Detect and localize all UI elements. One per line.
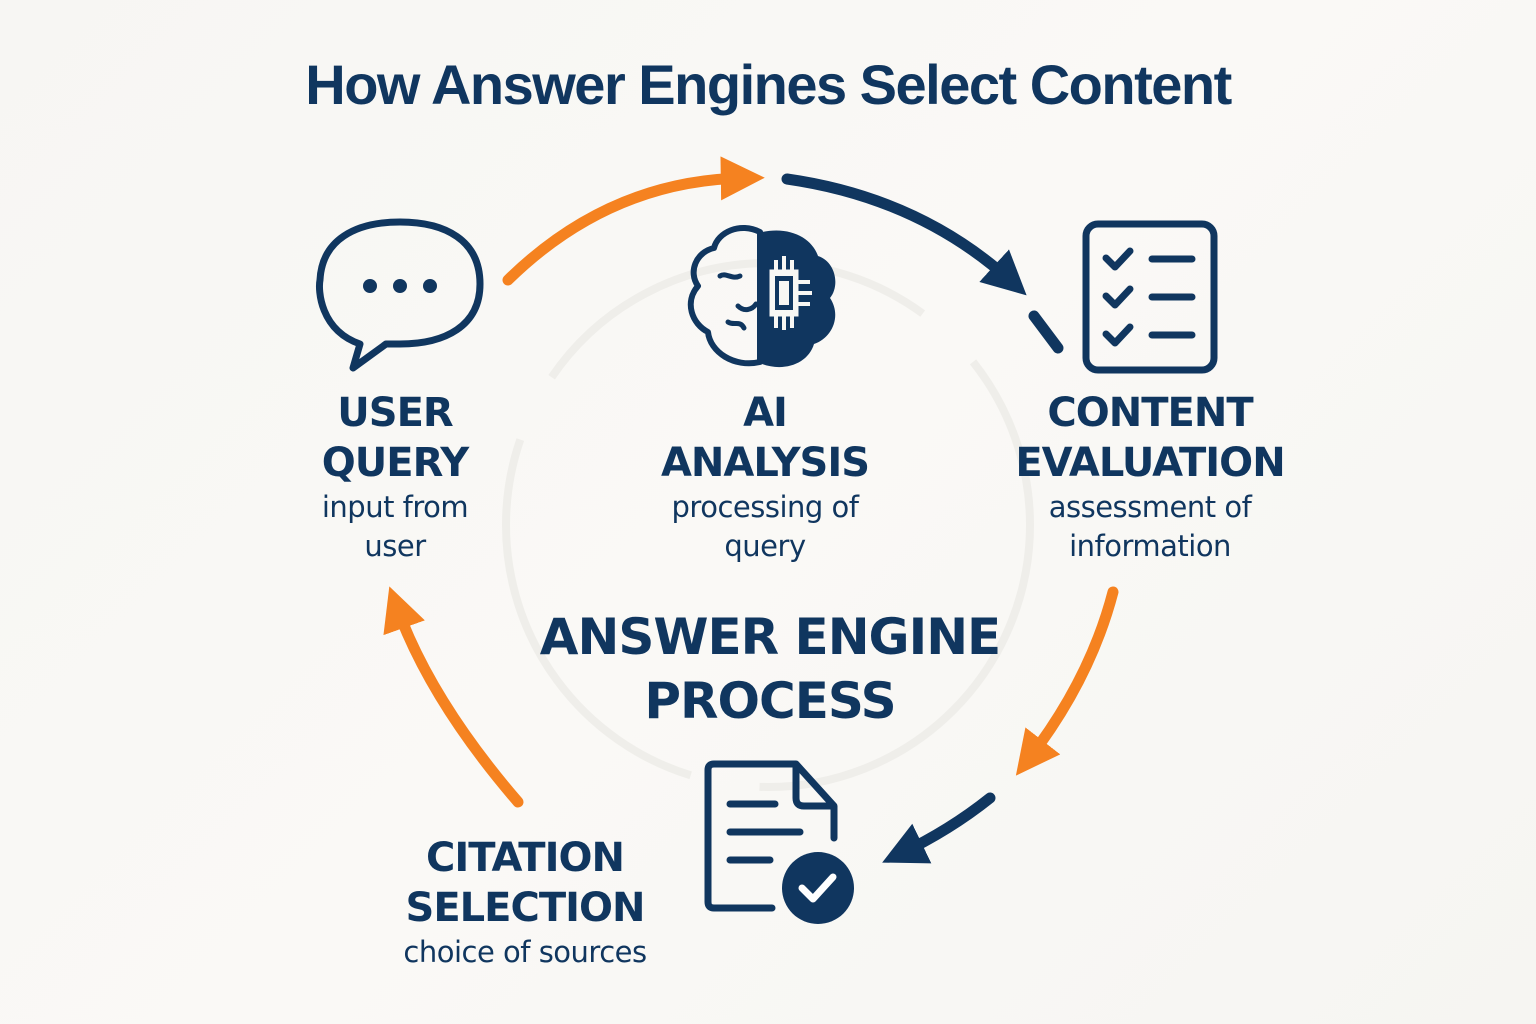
brain-chip-icon [687,225,836,368]
step-citation-selection: CITATION SELECTION choice of sources [370,833,680,972]
step-content-evaluation: CONTENT EVALUATION assessment of informa… [1000,388,1300,566]
step-title: CONTENT EVALUATION [1015,390,1285,486]
step-subtitle: assessment of information [1048,490,1252,563]
step-subtitle: choice of sources [403,935,647,969]
arrow-analysis-to-evaluation [781,173,1027,296]
step-title: CITATION SELECTION [405,835,646,931]
speech-bubble-icon [316,218,484,372]
step-subtitle: processing of query [671,490,859,563]
document-check-icon [704,760,854,924]
arrow-query-to-analysis [502,156,765,286]
step-subtitle: input from user [321,490,469,563]
step-ai-analysis: AI ANALYSIS processing of query [620,388,910,566]
arrow-evaluation-to-document-orange [1015,586,1119,776]
center-label: ANSWER ENGINE PROCESS [539,608,1001,730]
arrow-evaluation-to-document-navy [882,792,996,864]
checklist-icon [1082,220,1218,374]
step-title: AI ANALYSIS [660,390,870,486]
diagram-title: How Answer Engines Select Content [305,53,1232,116]
arrow-dash-evaluation [1028,310,1064,354]
arrow-citation-to-query [383,586,524,808]
step-user-query: USER QUERY input from user [270,388,520,566]
step-title: USER QUERY [321,390,469,486]
